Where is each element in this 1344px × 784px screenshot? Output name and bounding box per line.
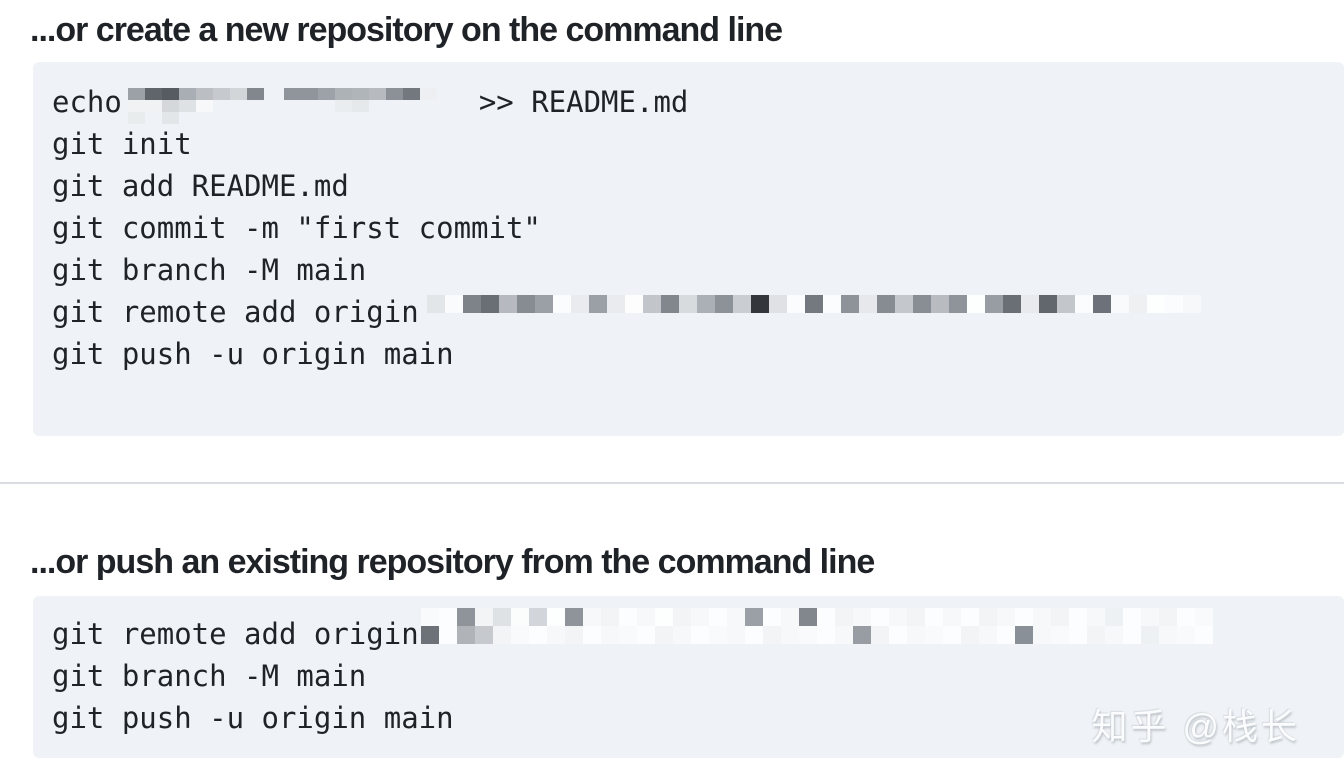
code-line: git push -u origin main xyxy=(52,333,1334,375)
code-text: git remote add origin xyxy=(52,617,419,651)
code-text: git add README.md xyxy=(52,169,349,203)
code-line: git remote add origin xyxy=(52,291,1334,333)
redacted-pixelated-text xyxy=(420,608,1213,644)
redacted-pixelated-text xyxy=(127,88,264,124)
code-text: echo xyxy=(52,85,122,119)
code-text: git branch -M main xyxy=(52,253,367,287)
code-block-create-new-repo[interactable]: echo >> README.md git init git add README.m… xyxy=(33,62,1344,436)
code-text: git init xyxy=(52,127,192,161)
code-line: git push -u origin main xyxy=(52,697,1334,739)
code-line: git branch -M main xyxy=(52,249,1334,291)
code-line: git commit -m "first commit" xyxy=(52,207,1334,249)
zhihu-watermark: 知乎 @栈长 xyxy=(1091,706,1300,747)
spacer xyxy=(437,81,479,82)
code-line: echo >> README.md xyxy=(52,81,1334,124)
code-line: git add README.md xyxy=(52,165,1334,207)
code-text: git commit -m "first commit" xyxy=(52,211,541,245)
code-line: git remote add origin xyxy=(52,608,1334,655)
spacer xyxy=(419,291,427,292)
heading-create-new-repo-cli: ...or create a new repository on the com… xyxy=(30,11,783,49)
code-text: git remote add origin xyxy=(52,295,419,329)
code-line: git init xyxy=(52,123,1334,165)
heading-push-existing-repo-cli: ...or push an existing repository from t… xyxy=(30,543,875,581)
spacer xyxy=(264,81,284,82)
code-text: >> README.md xyxy=(478,85,689,119)
spacer xyxy=(122,81,128,82)
code-block-push-existing-repo[interactable]: git remote add origin git branch -M main g… xyxy=(33,596,1344,758)
code-line: git branch -M main xyxy=(52,655,1334,697)
code-text: git push -u origin main xyxy=(52,701,454,735)
code-text: git branch -M main xyxy=(52,659,367,693)
redacted-pixelated-text xyxy=(283,88,437,112)
section-divider xyxy=(0,482,1344,484)
code-text: git push -u origin main xyxy=(52,337,454,371)
redacted-pixelated-text xyxy=(426,295,1201,313)
